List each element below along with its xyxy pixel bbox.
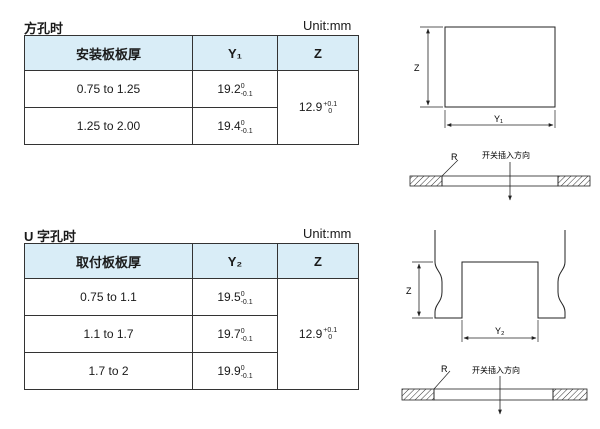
u-r-label: R bbox=[441, 364, 448, 374]
u-row-3-y2: 19.90-0.1 bbox=[192, 352, 278, 390]
u-row-1-thickness: 0.75 to 1.1 bbox=[24, 278, 193, 316]
u-row-2-thickness: 1.1 to 1.7 bbox=[24, 315, 193, 353]
u-section-title: U 字孔时 bbox=[24, 229, 77, 244]
u-row-3-thickness: 1.7 to 2 bbox=[24, 352, 193, 390]
u-z-dim-label: Z bbox=[406, 286, 412, 296]
u-cross-section: R 开关插入方向 bbox=[401, 364, 588, 415]
square-r-label: R bbox=[451, 152, 458, 162]
u-hole-table: 取付板板厚 Y₂ Z 0.75 to 1.1 19.50-0.1 12.9+0.… bbox=[24, 243, 359, 390]
square-hole-diagram: Z Y₁ bbox=[414, 26, 556, 128]
square-section-title: 方孔时 bbox=[24, 21, 64, 36]
square-row-1-y1: 19.20-0.1 bbox=[192, 70, 278, 108]
square-row-2-thickness: 1.25 to 2.00 bbox=[24, 107, 193, 145]
square-cross-section: R 开关插入方向 bbox=[409, 150, 591, 201]
u-row-1-y2: 19.50-0.1 bbox=[192, 278, 278, 316]
square-header-z: Z bbox=[277, 35, 359, 71]
table-row: 1.7 to 2 19.90-0.1 bbox=[24, 352, 359, 390]
square-unit-label: Unit:mm bbox=[303, 18, 352, 33]
square-row-1-thickness: 0.75 to 1.25 bbox=[24, 70, 193, 108]
u-y2-dim-label: Y₂ bbox=[495, 326, 505, 336]
u-hole-diagram: Z Y₂ bbox=[406, 230, 566, 342]
square-y1-dim-label: Y₁ bbox=[494, 114, 503, 124]
square-header-thickness: 安装板板厚 bbox=[24, 35, 193, 71]
u-direction-label: 开关插入方向 bbox=[472, 365, 520, 375]
square-direction-label: 开关插入方向 bbox=[482, 150, 530, 160]
u-header-z: Z bbox=[277, 243, 359, 279]
square-z-dim-label: Z bbox=[414, 63, 420, 73]
table-row: 1.1 to 1.7 19.70-0.1 bbox=[24, 315, 359, 353]
u-row-2-y2: 19.70-0.1 bbox=[192, 315, 278, 353]
square-row-2-y1: 19.40-0.1 bbox=[192, 107, 278, 145]
u-unit-label: Unit:mm bbox=[303, 226, 352, 241]
square-header-y1: Y₁ bbox=[192, 35, 278, 71]
table-row: 1.25 to 2.00 19.40-0.1 bbox=[24, 107, 359, 145]
square-hole-table: 安装板板厚 Y₁ Z 0.75 to 1.25 19.20-0.1 12.9+0… bbox=[24, 35, 359, 145]
